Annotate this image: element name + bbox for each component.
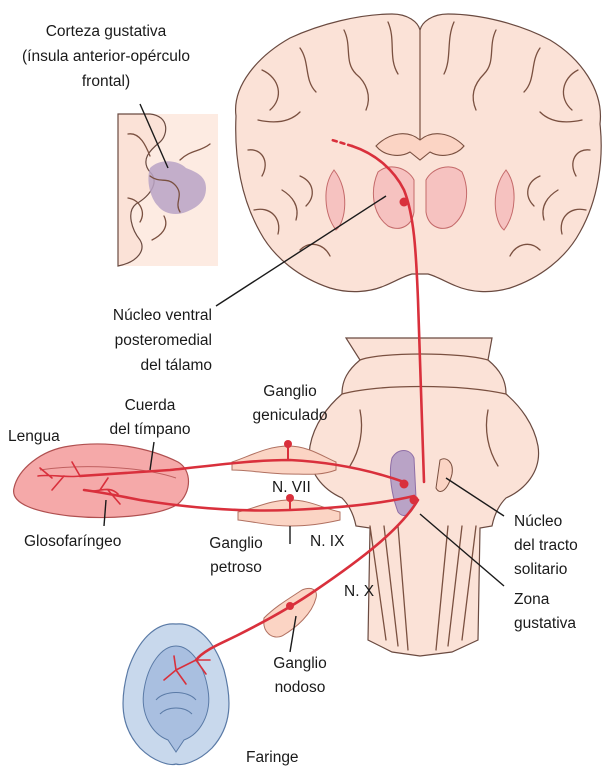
label-nodose-1: Ganglio xyxy=(273,655,326,672)
tongue xyxy=(14,444,189,518)
label-cortex-2: (ínsula anterior-opérculo xyxy=(22,48,190,65)
label-petrosal-2: petroso xyxy=(210,559,262,576)
label-solitary-3: solitario xyxy=(514,561,567,578)
label-cortex-3: frontal) xyxy=(82,73,130,90)
label-petrosal-1: Ganglio xyxy=(209,535,262,552)
label-thalamus-3: del tálamo xyxy=(140,357,212,374)
label-nodose-2: nodoso xyxy=(275,679,326,696)
insula-inset xyxy=(118,114,218,266)
label-solitary-1: Núcleo xyxy=(514,513,562,530)
label-cortex-1: Corteza gustativa xyxy=(46,23,167,40)
pharynx xyxy=(123,624,229,765)
label-chorda-2: del tímpano xyxy=(110,421,191,438)
label-nerve-ix: N. IX xyxy=(310,533,345,550)
brain-coronal-section xyxy=(236,14,602,292)
label-gustatory-2: gustativa xyxy=(514,615,576,632)
label-chorda-1: Cuerda xyxy=(125,397,176,414)
label-nerve-x: N. X xyxy=(344,583,375,600)
label-geniculate-1: Ganglio xyxy=(263,383,316,400)
thalamus-dot xyxy=(400,198,409,207)
brainstem xyxy=(309,338,538,656)
label-nerve-vii: N. VII xyxy=(272,479,311,496)
solitary-nucleus-dot xyxy=(400,480,409,489)
label-geniculate-2: geniculado xyxy=(253,407,328,424)
label-gustatory-1: Zona xyxy=(514,591,550,608)
label-thalamus-2: posteromedial xyxy=(115,332,212,349)
label-glossopharyngeal: Glosofaríngeo xyxy=(24,533,121,550)
label-solitary-2: del tracto xyxy=(514,537,578,554)
label-tongue: Lengua xyxy=(8,428,60,445)
label-pharynx: Faringe xyxy=(246,749,299,766)
label-thalamus-1: Núcleo ventral xyxy=(113,307,212,324)
